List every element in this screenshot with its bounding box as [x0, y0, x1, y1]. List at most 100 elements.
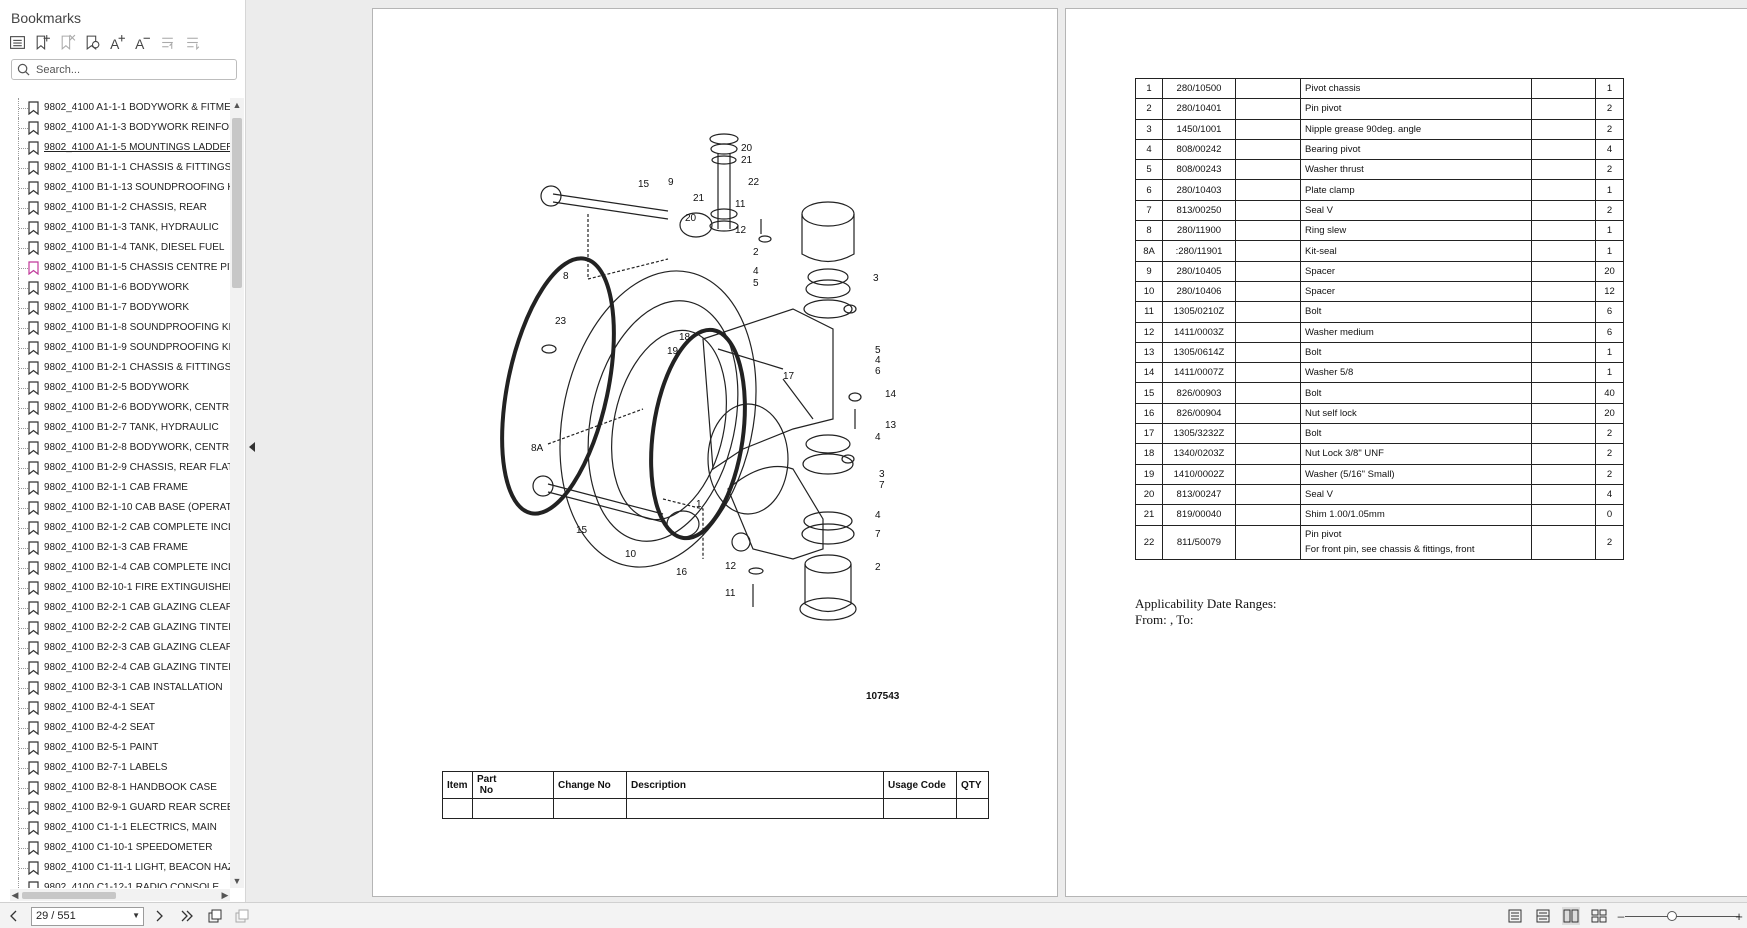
svg-text:9: 9	[668, 177, 674, 188]
horizontal-scrollbar[interactable]: ◀ ▶	[10, 889, 230, 901]
bookmark-item[interactable]: 9802_4100 A1-1-3 BODYWORK REINFORCEMENT	[0, 118, 230, 138]
svg-text:6: 6	[875, 366, 881, 377]
cell-description: Bolt	[1300, 382, 1532, 404]
bookmark-item[interactable]: 9802_4100 B2-9-1 GUARD REAR SCREEN	[0, 798, 230, 818]
bookmark-item[interactable]: 9802_4100 B1-1-1 CHASSIS & FITTINGS FRON…	[0, 158, 230, 178]
bookmark-item[interactable]: 9802_4100 B2-1-3 CAB FRAME	[0, 538, 230, 558]
cell-usage-code	[1531, 524, 1596, 560]
tree-guide	[18, 338, 28, 358]
next-page-icon[interactable]	[150, 907, 168, 925]
bookmark-item[interactable]: 9802_4100 B2-1-1 CAB FRAME	[0, 478, 230, 498]
bookmark-item[interactable]: 9802_4100 B2-8-1 HANDBOOK CASE	[0, 778, 230, 798]
bookmark-item[interactable]: 9802_4100 B1-2-6 BODYWORK, CENTRE	[0, 398, 230, 418]
collapse-panel-icon[interactable]	[246, 440, 258, 454]
cell-part-no: 1340/0203Z	[1162, 443, 1236, 465]
continuous-icon[interactable]	[1534, 907, 1552, 925]
bookmark-item[interactable]: 9802_4100 B2-2-2 CAB GLAZING TINTED	[0, 618, 230, 638]
bookmark-item[interactable]: 9802_4100 C1-11-1 LIGHT, BEACON HAZARD	[0, 858, 230, 878]
cell-part-no: 280/10406	[1162, 280, 1236, 303]
scroll-down-icon[interactable]: ▼	[232, 876, 242, 886]
bookmark-item[interactable]: 9802_4100 B2-2-4 CAB GLAZING TINTED	[0, 658, 230, 678]
bookmark-item[interactable]: 9802_4100 C1-1-1 ELECTRICS, MAIN	[0, 818, 230, 838]
extract-icon[interactable]	[233, 907, 251, 925]
bookmark-properties-icon[interactable]	[83, 33, 102, 52]
bookmark-item[interactable]: 9802_4100 B1-1-3 TANK, HYDRAULIC	[0, 218, 230, 238]
bookmark-item[interactable]: 9802_4100 B2-1-4 CAB COMPLETE INCLUDING	[0, 558, 230, 578]
bookmark-item[interactable]: 9802_4100 C1-12-1 RADIO CONSOLE	[0, 878, 230, 888]
page-number-dropdown[interactable]: 29 / 551 ▼	[31, 907, 144, 926]
bookmark-item[interactable]: 9802_4100 B1-1-8 SOUNDPROOFING KIT	[0, 318, 230, 338]
hscroll-thumb[interactable]	[22, 892, 116, 899]
zoom-slider-thumb[interactable]	[1667, 911, 1677, 921]
single-page-icon[interactable]	[1506, 907, 1524, 925]
bookmark-item[interactable]: 9802_4100 B1-1-4 TANK, DIESEL FUEL	[0, 238, 230, 258]
bookmark-item[interactable]: 9802_4100 B1-2-8 BODYWORK, CENTRE	[0, 438, 230, 458]
two-page-continuous-icon[interactable]	[1590, 907, 1608, 925]
bookmark-item[interactable]: 9802_4100 B1-1-6 BODYWORK	[0, 278, 230, 298]
previous-page-icon[interactable]	[5, 907, 23, 925]
bookmark-item[interactable]: 9802_4100 B1-2-7 TANK, HYDRAULIC	[0, 418, 230, 438]
scroll-up-icon[interactable]: ▲	[232, 100, 242, 110]
bookmark-item[interactable]: 9802_4100 B2-1-10 CAB BASE (OPERATOR	[0, 498, 230, 518]
add-bookmark-icon[interactable]	[33, 33, 52, 52]
delete-bookmark-icon[interactable]	[58, 33, 77, 52]
search-input[interactable]	[36, 61, 232, 78]
cell-usage-code	[1531, 362, 1596, 384]
zoom-out-button[interactable]: –	[1617, 909, 1625, 923]
cell-qty: 2	[1595, 199, 1624, 222]
bookmark-label: 9802_4100 B1-1-7 BODYWORK	[44, 302, 190, 313]
bookmark-item[interactable]: 9802_4100 B1-1-13 SOUNDPROOFING KIT	[0, 178, 230, 198]
bookmark-item[interactable]: 9802_4100 B1-1-9 SOUNDPROOFING KIT	[0, 338, 230, 358]
bookmark-item[interactable]: 9802_4100 B1-1-7 BODYWORK	[0, 298, 230, 318]
bookmark-item[interactable]: 9802_4100 B1-2-5 BODYWORK	[0, 378, 230, 398]
bookmark-item[interactable]: 9802_4100 B2-3-1 CAB INSTALLATION	[0, 678, 230, 698]
col-change-no: Change No	[553, 771, 627, 799]
bookmark-icon	[28, 201, 39, 215]
bookmark-item[interactable]: 9802_4100 B2-7-1 LABELS	[0, 758, 230, 778]
tree-guide	[18, 478, 28, 498]
zoom-in-button[interactable]: +	[1735, 908, 1743, 924]
last-page-icon[interactable]	[178, 907, 196, 925]
tree-guide	[18, 138, 28, 158]
scroll-right-icon[interactable]: ▶	[221, 890, 229, 900]
bookmark-item[interactable]: 9802_4100 C1-10-1 SPEEDOMETER	[0, 838, 230, 858]
decrease-font-icon[interactable]: A	[133, 33, 152, 52]
cell-usage-code	[1531, 443, 1596, 465]
bookmark-item[interactable]: 9802_4100 B1-2-1 CHASSIS & FITTINGS FRON…	[0, 358, 230, 378]
bookmark-icon	[28, 721, 39, 735]
cell-item: 2	[1135, 98, 1163, 120]
bookmark-item[interactable]: 9802_4100 B1-1-2 CHASSIS, REAR	[0, 198, 230, 218]
bookmark-item[interactable]: 9802_4100 B2-5-1 PAINT	[0, 738, 230, 758]
promote-icon[interactable]	[158, 33, 177, 52]
cell-item: 10	[1135, 280, 1163, 303]
demote-icon[interactable]	[183, 33, 202, 52]
zoom-slider[interactable]	[1625, 916, 1740, 917]
figure-number: 107543	[866, 691, 900, 702]
bookmark-item[interactable]: 9802_4100 B2-4-2 SEAT	[0, 718, 230, 738]
bookmark-item[interactable]: 9802_4100 B2-4-1 SEAT	[0, 698, 230, 718]
cell-item: 13	[1135, 341, 1163, 364]
expand-list-icon[interactable]	[8, 33, 27, 52]
vertical-scrollbar[interactable]: ▲ ▼	[230, 98, 244, 888]
bookmark-item[interactable]: 9802_4100 A1-1-1 BODYWORK & FITMENTS	[0, 98, 230, 118]
cell-change-no	[1235, 77, 1301, 100]
rotate-icon[interactable]	[206, 907, 224, 925]
scroll-left-icon[interactable]: ◀	[11, 890, 19, 900]
cell-change-no	[1235, 159, 1301, 181]
cell-usage-code	[1531, 220, 1596, 242]
bookmark-item[interactable]: 9802_4100 B2-1-2 CAB COMPLETE INCLUDING	[0, 518, 230, 538]
bookmark-item[interactable]: 9802_4100 B1-1-5 CHASSIS CENTRE PIVOT	[0, 258, 230, 278]
bookmark-label: 9802_4100 B2-1-4 CAB COMPLETE INCLUDING	[44, 562, 230, 573]
increase-font-icon[interactable]: A	[108, 33, 127, 52]
bookmark-item[interactable]: 9802_4100 B1-2-9 CHASSIS, REAR FLATBED	[0, 458, 230, 478]
two-page-icon[interactable]	[1562, 907, 1580, 925]
bookmark-item[interactable]: 9802_4100 B2-2-3 CAB GLAZING CLEAR	[0, 638, 230, 658]
bookmark-item[interactable]: 9802_4100 B2-2-1 CAB GLAZING CLEAR	[0, 598, 230, 618]
bookmark-item[interactable]: 9802_4100 A1-1-5 MOUNTINGS LADDER &	[0, 138, 230, 158]
cell-item: 21	[1135, 504, 1163, 526]
scroll-thumb[interactable]	[232, 118, 242, 288]
bookmark-item[interactable]: 9802_4100 B2-10-1 FIRE EXTINGUISHER 2.5	[0, 578, 230, 598]
cell-description: Pin pivot	[1300, 98, 1532, 120]
